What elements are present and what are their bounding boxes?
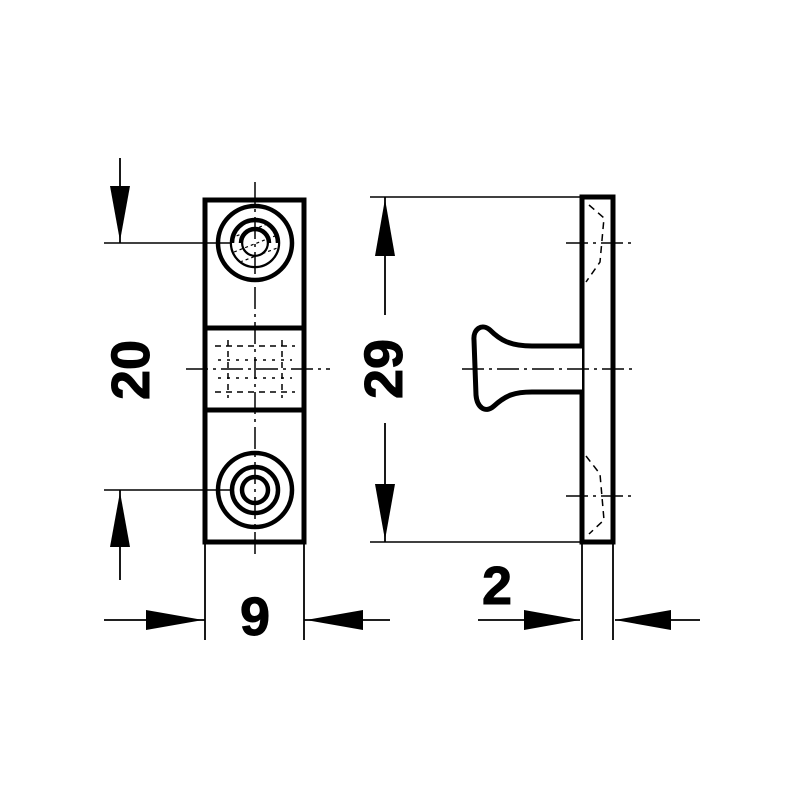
overall-height-label: 29 <box>354 339 414 399</box>
overall-height-dimension: 29 <box>354 196 582 543</box>
body-width-label: 9 <box>240 587 270 647</box>
front-center-lines <box>186 182 330 558</box>
hole-spacing-label: 20 <box>101 340 161 400</box>
side-hidden-lines <box>585 204 605 535</box>
plate-thickness-label: 2 <box>482 556 512 616</box>
side-view <box>462 194 632 545</box>
hole-spacing-dimension: 20 <box>101 158 162 580</box>
hole-extension-lines <box>104 242 230 491</box>
front-view <box>186 182 330 558</box>
body-width-dimension: 9 <box>104 542 390 648</box>
side-center-lines <box>462 242 632 497</box>
catch-knob <box>471 324 582 412</box>
plate-thickness-dimension: 2 <box>478 542 700 640</box>
